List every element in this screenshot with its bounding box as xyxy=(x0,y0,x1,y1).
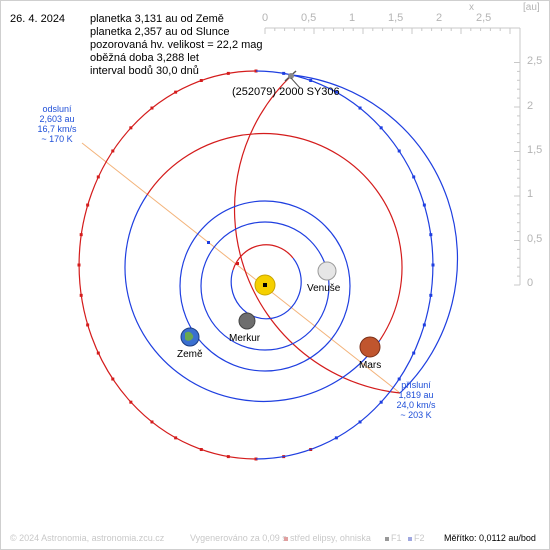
asteroid-orbit-right xyxy=(255,70,434,460)
info-dist-sun: planetka 2,357 au od Slunce xyxy=(90,26,230,38)
mercury-planet xyxy=(238,312,256,330)
y-tick-2: 1,5 xyxy=(527,144,543,156)
aphelion-speed: 16,7 km/s xyxy=(37,124,77,134)
y-tick-0: 2,5 xyxy=(527,55,543,67)
x-tick-1: 0,5 xyxy=(301,12,317,24)
footer-legend-f2: F2 xyxy=(408,533,425,543)
sun-center-marker xyxy=(263,283,267,287)
scale-value: 0,0112 au/bod xyxy=(479,533,536,543)
mars-orbit-red xyxy=(146,132,403,341)
y-tick-1: 2 xyxy=(527,100,534,112)
info-interval: interval bodů 30,0 dnů xyxy=(90,65,199,77)
legend-center-marker xyxy=(284,536,288,541)
legend-f2-marker xyxy=(408,536,412,541)
apsis-line xyxy=(81,142,401,394)
aphelion-title: odsluní xyxy=(42,104,72,114)
x-tick-0: 0 xyxy=(262,12,269,24)
legend-center-text: střed elipsy, ohniska xyxy=(290,533,371,543)
info-magnitude: pozorovaná hv. velikost = 22,2 mag xyxy=(90,39,263,51)
mercury-label: Merkur xyxy=(229,333,261,344)
perihelion-dist: 1,819 au xyxy=(398,390,434,400)
legend-f1-marker xyxy=(385,536,389,541)
x-tick-3: 1,5 xyxy=(388,12,404,24)
asteroid-marker xyxy=(284,70,297,82)
perihelion-temp: ~ 203 K xyxy=(400,410,432,420)
asteroid-orbit-red-half xyxy=(233,74,401,394)
x-tick-5: 2,5 xyxy=(476,12,492,24)
footer-copyright: © 2024 Astronomia, astronomia.zcu.cz xyxy=(10,533,165,543)
x-axis-label: x xyxy=(469,2,474,13)
earth-land xyxy=(185,331,194,341)
perihelion-title: přísluní xyxy=(401,380,431,390)
asteroid-orbit-blue-half xyxy=(291,74,459,394)
footer-legend-center: střed elipsy, ohniska xyxy=(284,533,371,543)
venus-orbit xyxy=(200,221,330,351)
y-tick-4: 0,5 xyxy=(527,233,543,245)
venus-label: Venuše xyxy=(307,283,341,294)
info-dist-earth: planetka 3,131 au od Země xyxy=(90,13,224,25)
mercury-orbit-red xyxy=(232,244,294,271)
info-period: oběžná doba 3,288 let xyxy=(90,52,199,64)
venus-planet xyxy=(317,261,337,281)
mars-planet xyxy=(359,336,381,358)
earth-label: Země xyxy=(177,349,203,360)
asteroid-orbit-left xyxy=(78,70,257,460)
y-tick-3: 1 xyxy=(527,188,534,200)
object-name: (252079) 2000 SY306 xyxy=(232,86,340,98)
perihelion-speed: 24,0 km/s xyxy=(396,400,436,410)
asteroid-orbit-points xyxy=(77,69,435,461)
date-label: 26. 4. 2024 xyxy=(10,13,66,25)
legend-f2-text: F2 xyxy=(414,533,425,543)
footer-scale: Měřítko: 0,0112 au/bod xyxy=(444,533,536,543)
aphelion-label: odsluní 2,603 au 16,7 km/s ~ 170 K xyxy=(22,104,92,144)
unit-label: [au] xyxy=(523,2,540,13)
aphelion-dist: 2,603 au xyxy=(39,114,75,124)
scale-label: Měřítko: xyxy=(444,533,477,543)
legend-f1-text: F1 xyxy=(391,533,402,543)
aphelion-temp: ~ 170 K xyxy=(41,134,73,144)
mars-label: Mars xyxy=(359,360,382,371)
axis-ticks xyxy=(264,28,520,286)
mercury-orbit-blue xyxy=(230,257,302,320)
x-tick-4: 2 xyxy=(436,12,443,24)
earth-orbit xyxy=(179,200,351,372)
focus-marker xyxy=(207,241,210,244)
x-tick-2: 1 xyxy=(349,12,356,24)
footer-generated: Vygenerováno za 0,09 s xyxy=(190,533,287,543)
ellipse-center-marker xyxy=(236,262,239,265)
asteroid-label-pointer xyxy=(290,77,301,89)
mars-orbit-blue xyxy=(124,194,381,403)
perihelion-label: přísluní 1,819 au 24,0 km/s ~ 203 K xyxy=(381,380,451,420)
footer-legend-f1: F1 xyxy=(385,533,402,543)
y-tick-5: 0 xyxy=(527,277,534,289)
